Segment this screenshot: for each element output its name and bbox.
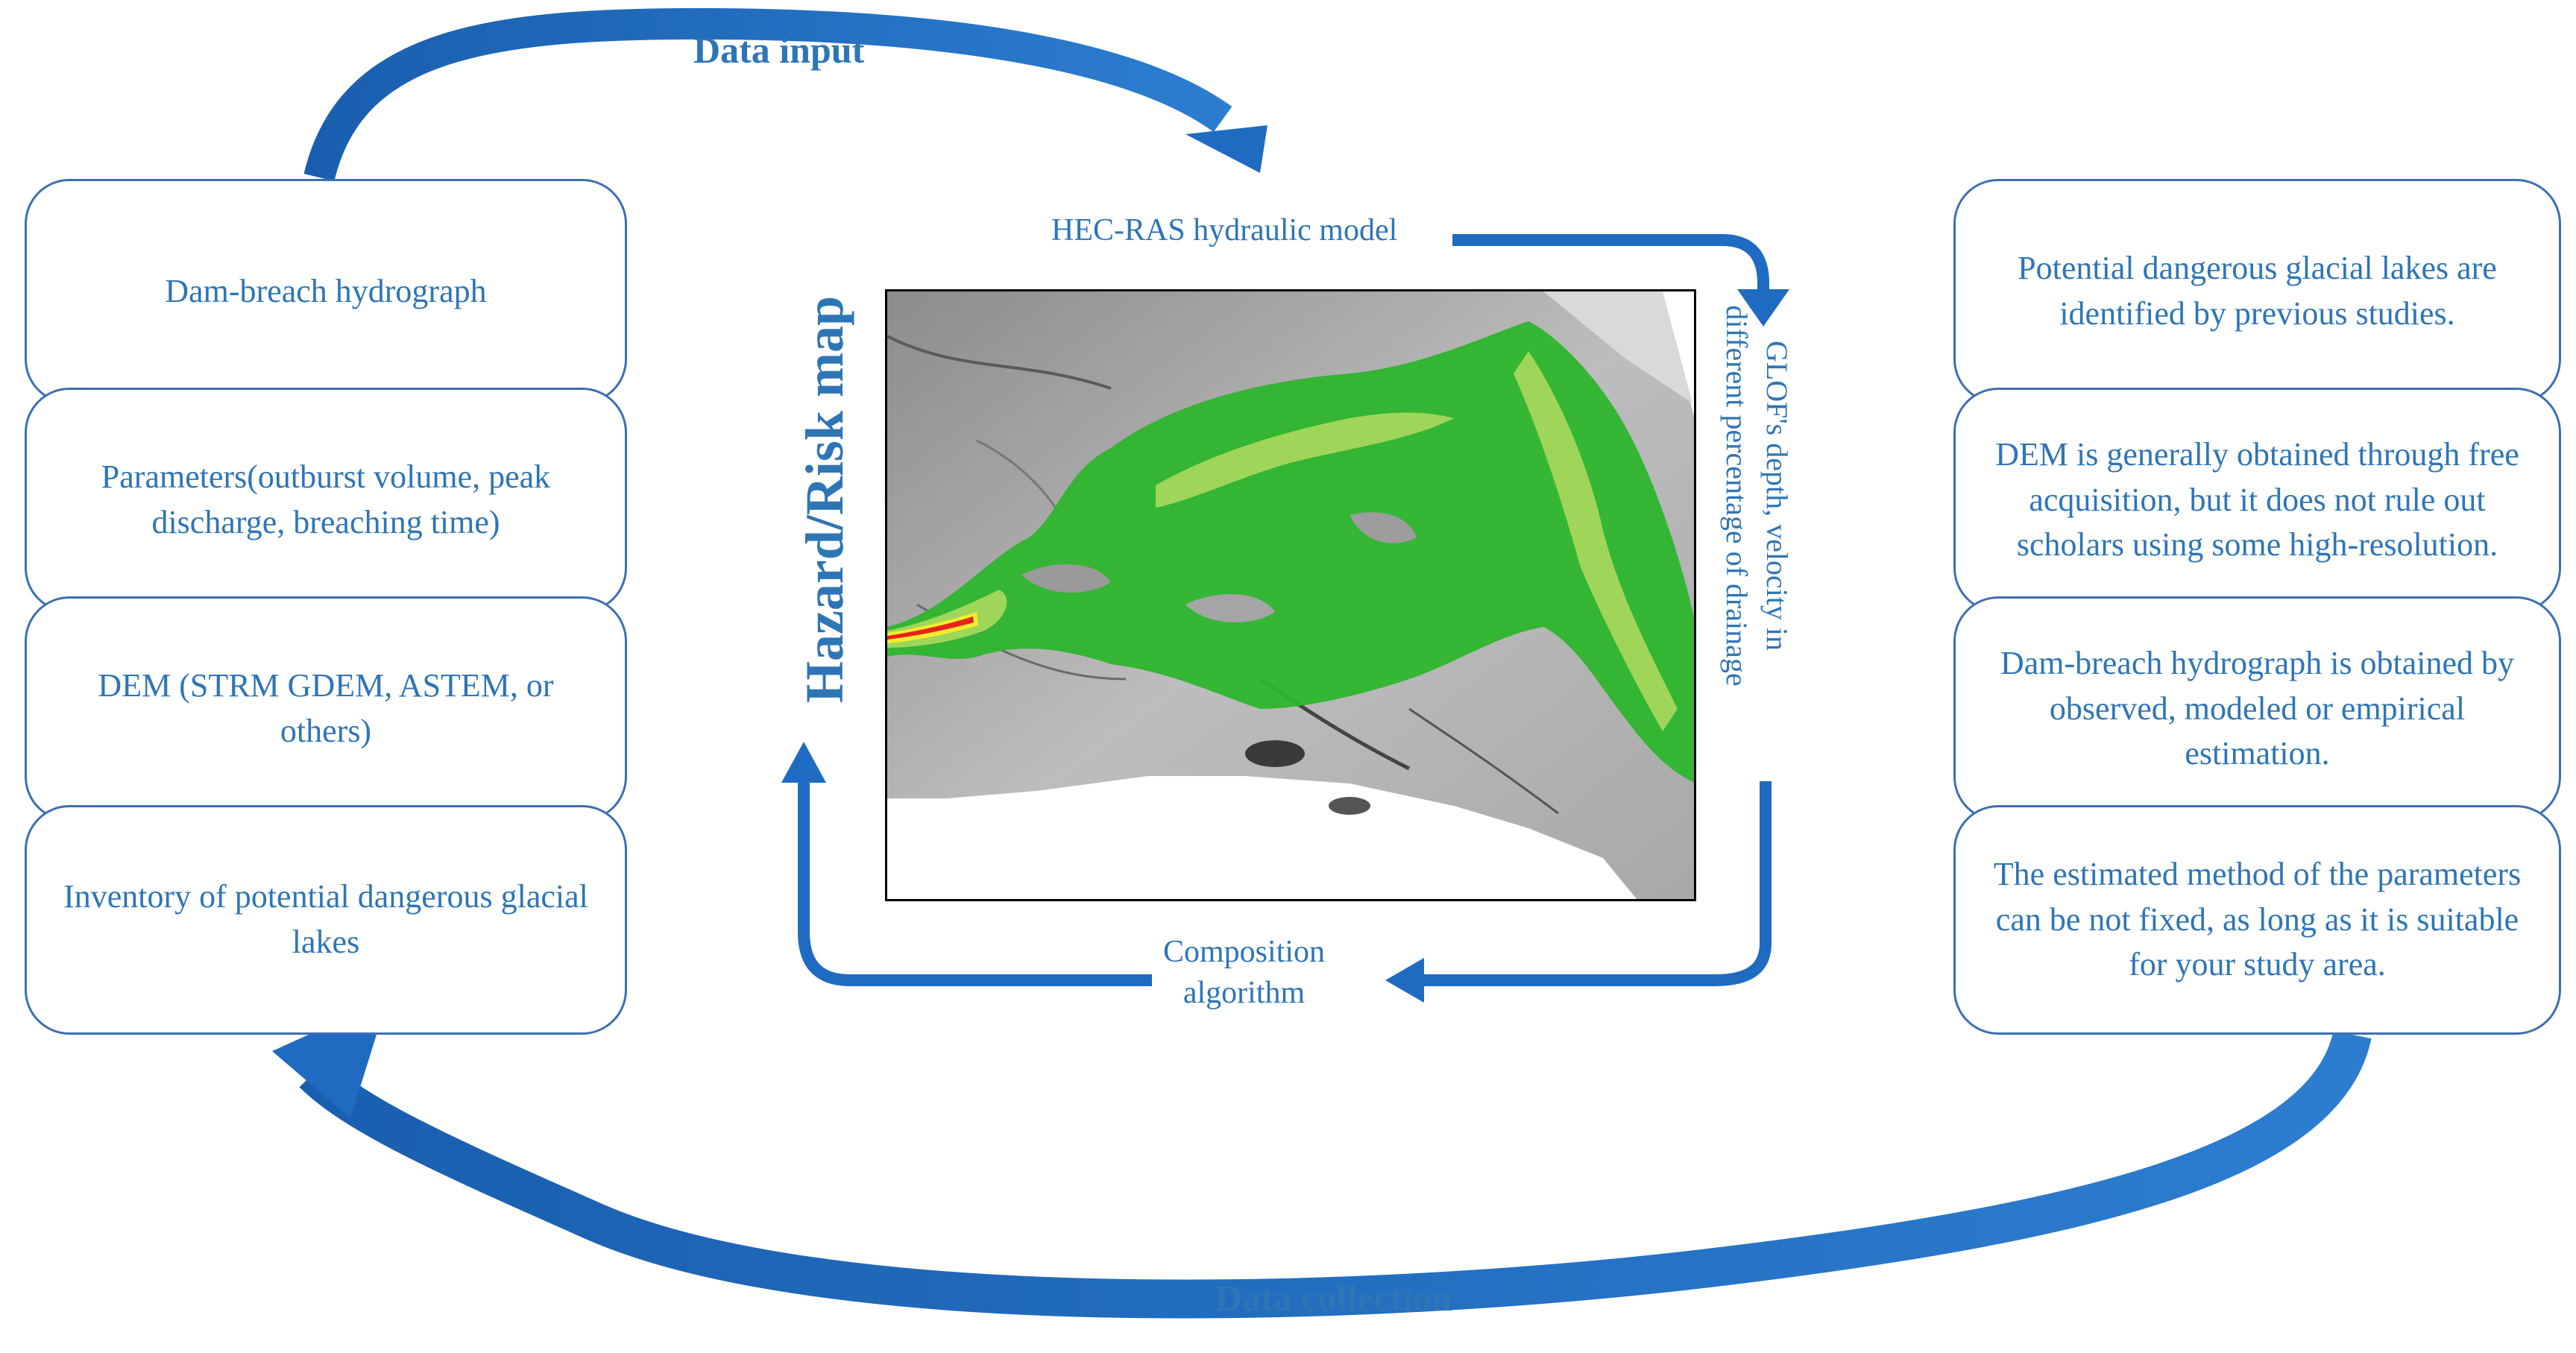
composition-line-2: algorithm <box>1182 975 1306 1010</box>
flood-map-image <box>887 291 1694 899</box>
box-text: The estimated method of the parameters c… <box>1993 855 2522 983</box>
glof-depth-velocity-note: GLOF's depth, velocity in different perc… <box>1715 272 1797 719</box>
box-text: DEM is generally obtained through free a… <box>1995 435 2519 564</box>
data-input-label: Data input <box>693 29 865 71</box>
hecras-connector <box>1452 234 1769 297</box>
composition-line-1: Composition <box>1163 935 1326 969</box>
box-text: Potential dangerous glacial lakes are id… <box>2018 250 2497 332</box>
composition-connector <box>798 781 1152 986</box>
box-text: Inventory of potential dangerous glacial… <box>63 878 588 960</box>
flood-core-red <box>887 616 974 640</box>
box-text: DEM (STRM GDEM, ASTEM, or others) <box>98 667 554 749</box>
glof-connector <box>1420 781 1772 986</box>
data-input-arrowhead <box>1185 125 1267 173</box>
hazard-risk-map-title: Hazard/Risk map <box>795 295 854 704</box>
flood-map-figure <box>885 289 1696 901</box>
box-dam-breach-hydrograph: Dam-breach hydrograph <box>25 179 627 404</box>
data-collection-arrow <box>299 1029 2372 1319</box>
box-inventory: Inventory of potential dangerous glacial… <box>25 805 627 1035</box>
glof-note-line-1: GLOF's depth, velocity in <box>1760 340 1794 652</box>
hecras-model-label: HEC-RAS hydraulic model <box>1051 213 1398 247</box>
box-dem-acquisition: DEM is generally obtained through free a… <box>1953 388 2561 613</box>
glof-note-line-2: different percentage of drainage <box>1720 305 1754 687</box>
box-hydrograph-estimation: Dam-breach hydrograph is obtained by obs… <box>1953 596 2561 821</box>
data-collection-label: Data collection <box>1215 1277 1452 1319</box>
box-lakes-identified: Potential dangerous glacial lakes are id… <box>1953 179 2561 404</box>
flood-extent-green <box>887 321 1694 783</box>
box-text: Dam-breach hydrograph <box>165 272 487 309</box>
composition-arrowhead <box>1385 958 1424 1003</box>
box-parameter-method: The estimated method of the parameters c… <box>1953 805 2561 1035</box>
box-text: Dam-breach hydrograph is obtained by obs… <box>2000 644 2515 772</box>
composition-algorithm-label: Composition algorithm <box>1163 932 1325 1013</box>
hecras-arrowhead <box>1737 289 1789 327</box>
hazard-arrowhead <box>781 742 826 783</box>
box-dem-sources: DEM (STRM GDEM, ASTEM, or others) <box>25 596 627 821</box>
box-parameters: Parameters(outburst volume, peak dischar… <box>25 388 627 613</box>
box-text: Parameters(outburst volume, peak dischar… <box>101 458 551 540</box>
flood-channel-light <box>1514 351 1678 731</box>
data-input-arrow <box>303 7 1232 182</box>
